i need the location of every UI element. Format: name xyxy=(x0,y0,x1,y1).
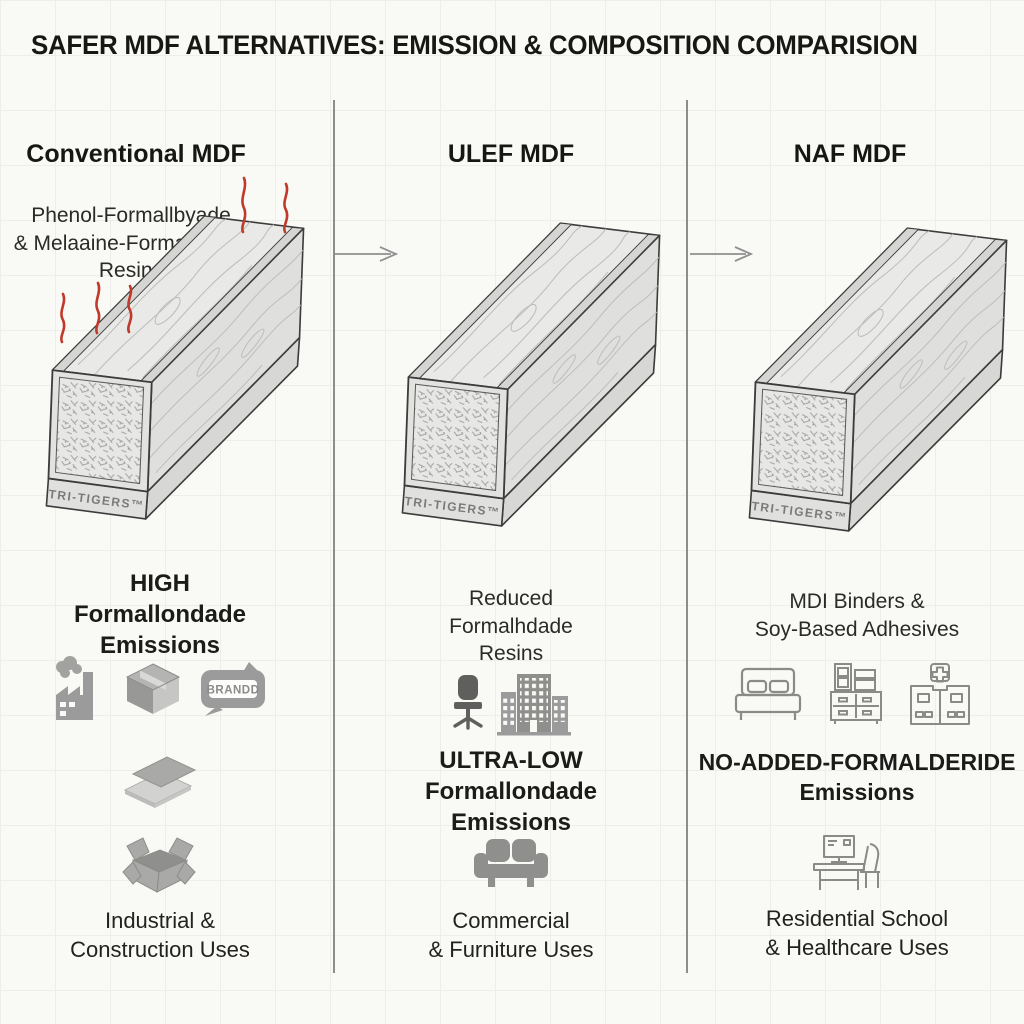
emission-level-conventional: HIGH Formallondade Emissions xyxy=(73,570,247,660)
vapor-squiggle-icon xyxy=(278,182,294,234)
dresser-icon xyxy=(827,662,885,726)
resin-note-ulef: Reduced Formalhdade Resins xyxy=(449,587,573,666)
binder-note-naf: MDI Binders & Soy-Based Adhesives xyxy=(754,590,960,641)
uses-ulef: Commercial & Furniture Uses xyxy=(428,908,594,963)
column-divider xyxy=(333,100,335,973)
column-header-naf-mdf: NAF MDF xyxy=(793,140,907,168)
open-box-icon xyxy=(60,822,260,902)
brand-badge-label: BRANDD xyxy=(207,685,260,697)
factory-icon xyxy=(51,656,109,722)
column-header-ulef-mdf: ULEF MDF xyxy=(447,140,575,168)
emission-level-naf: NO-ADDED-FORMALDERIDE Emissions xyxy=(698,749,1016,805)
mdf-board-illustration: TRI-TIGERS™ xyxy=(398,205,664,531)
office-building-icon xyxy=(495,668,573,736)
flow-arrow-icon xyxy=(334,243,404,265)
sheets-icon xyxy=(60,750,260,812)
bed-icon xyxy=(731,665,805,723)
vapor-squiggle-icon xyxy=(90,281,106,335)
office-chair-icon xyxy=(449,674,487,730)
hospital-icon xyxy=(907,662,973,726)
uses-naf: Residential School & Healthcare Uses xyxy=(765,906,949,961)
office-icon-row xyxy=(385,668,637,736)
column-header-conventional-mdf: Conventional MDF xyxy=(26,140,246,168)
industry-icon-row: BRANDD xyxy=(30,656,290,722)
page-title: SAFER MDF ALTERNATIVES: EMISSION & COMPO… xyxy=(31,30,918,60)
residential-icon-row xyxy=(718,662,986,726)
vapor-squiggle-icon xyxy=(55,292,71,344)
emission-level-ulef: ULTRA-LOW Formallondade Emissions xyxy=(424,747,598,837)
mdf-board-illustration: TRI-TIGERS™ xyxy=(745,210,1011,536)
sofa-icon xyxy=(411,836,611,890)
brand-badge: BRANDD xyxy=(197,660,269,718)
uses-conventional: Industrial & Construction Uses xyxy=(70,908,250,963)
package-icon xyxy=(123,662,183,716)
desk-workstation-icon xyxy=(750,832,950,892)
mdf-board-illustration: TRI-TIGERS™ xyxy=(42,198,308,524)
column-divider xyxy=(686,100,688,973)
flow-arrow-icon xyxy=(689,243,759,265)
vapor-squiggle-icon xyxy=(122,284,138,334)
vapor-squiggle-icon xyxy=(236,176,252,234)
